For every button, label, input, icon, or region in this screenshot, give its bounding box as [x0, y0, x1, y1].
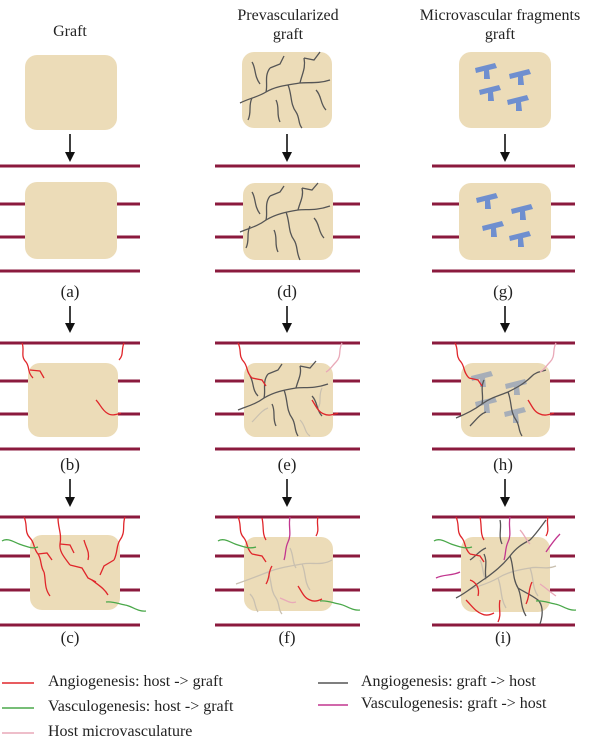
panel-d: [215, 164, 360, 273]
panel-a: [0, 164, 140, 273]
microvascular-graft-initial: [459, 52, 551, 128]
panel-i: [432, 515, 577, 627]
column-title-graft: Graft: [53, 23, 87, 40]
panel-label-e: (e): [277, 455, 297, 474]
panel-label-g: (g): [493, 282, 513, 301]
panel-c: [0, 515, 147, 627]
panel-h: [432, 341, 575, 451]
legend-label-angiogenesis-host: Angiogenesis: host -> graft: [48, 673, 223, 690]
legend-label-host-microvasculature: Host microvasculature: [48, 723, 193, 740]
panel-label-i: (i): [494, 628, 512, 647]
panel-b: [0, 341, 140, 451]
column-title-prevascularized: Prevascularized graft: [237, 7, 339, 43]
panel-f: [215, 515, 361, 627]
panel-label-a: (a): [60, 282, 80, 301]
panel-g: [432, 164, 575, 273]
panel-label-h: (h): [493, 455, 513, 474]
column-title-microvascular: Microvascular fragments graft: [419, 7, 581, 43]
panel-label-b: (b): [60, 455, 80, 474]
panel-label-f: (f): [278, 628, 296, 647]
panel-label-c: (c): [60, 628, 80, 647]
prevascularized-graft-initial: [239, 51, 332, 129]
legend-label-angiogenesis-graft: Angiogenesis: graft -> host: [361, 673, 536, 690]
panel-label-d: (d): [277, 282, 297, 301]
legend-label-vasculogenesis-host: Vasculogenesis: host -> graft: [48, 698, 234, 715]
panel-e: [215, 341, 360, 451]
graft-initial: [25, 55, 117, 130]
legend-label-vasculogenesis-graft: Vasculogenesis: graft -> host: [361, 695, 547, 712]
